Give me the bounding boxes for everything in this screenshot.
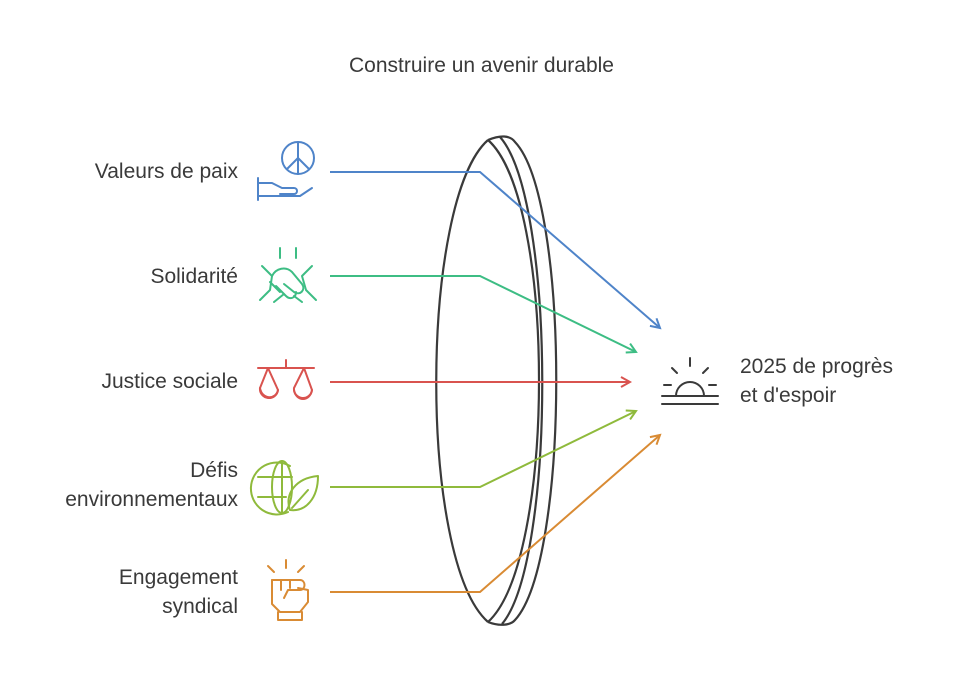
connector-defis-environnementaux bbox=[330, 411, 636, 488]
diagram-title: Construire un avenir durable bbox=[349, 54, 614, 77]
holding-hands-icon bbox=[259, 247, 317, 303]
label-valeurs-de-paix: Valeurs de paix bbox=[8, 157, 238, 186]
label-justice-sociale-text: Justice sociale bbox=[101, 370, 238, 393]
peace-hand-icon bbox=[257, 141, 315, 201]
output-label-line1: 2025 de progrès bbox=[740, 355, 893, 378]
globe-leaf-icon bbox=[249, 460, 319, 516]
connector-valeurs-de-paix bbox=[330, 171, 660, 328]
label-engagement-line1: Engagement bbox=[118, 566, 238, 589]
raised-fist-icon bbox=[267, 559, 309, 621]
lens-shape bbox=[435, 135, 558, 626]
label-defis-line2: environnementaux bbox=[65, 488, 238, 511]
scales-icon bbox=[257, 359, 315, 400]
sunrise-icon bbox=[661, 357, 719, 405]
label-justice-sociale: Justice sociale bbox=[8, 367, 238, 396]
connector-engagement-syndical bbox=[330, 435, 660, 593]
label-engagement-line2: syndical bbox=[162, 595, 238, 618]
connector-solidarite bbox=[330, 275, 636, 352]
label-solidarite: Solidarité bbox=[8, 262, 238, 291]
label-solidarite-text: Solidarité bbox=[150, 265, 238, 288]
label-defis-line1: Défis bbox=[190, 459, 238, 482]
label-engagement-syndical: Engagement syndical bbox=[8, 563, 238, 621]
output-label-line2: et d'espoir bbox=[740, 384, 837, 407]
label-valeurs-de-paix-text: Valeurs de paix bbox=[94, 160, 238, 183]
label-defis-environnementaux: Défis environnementaux bbox=[8, 456, 238, 514]
output-label: 2025 de progrès et d'espoir bbox=[740, 352, 955, 410]
